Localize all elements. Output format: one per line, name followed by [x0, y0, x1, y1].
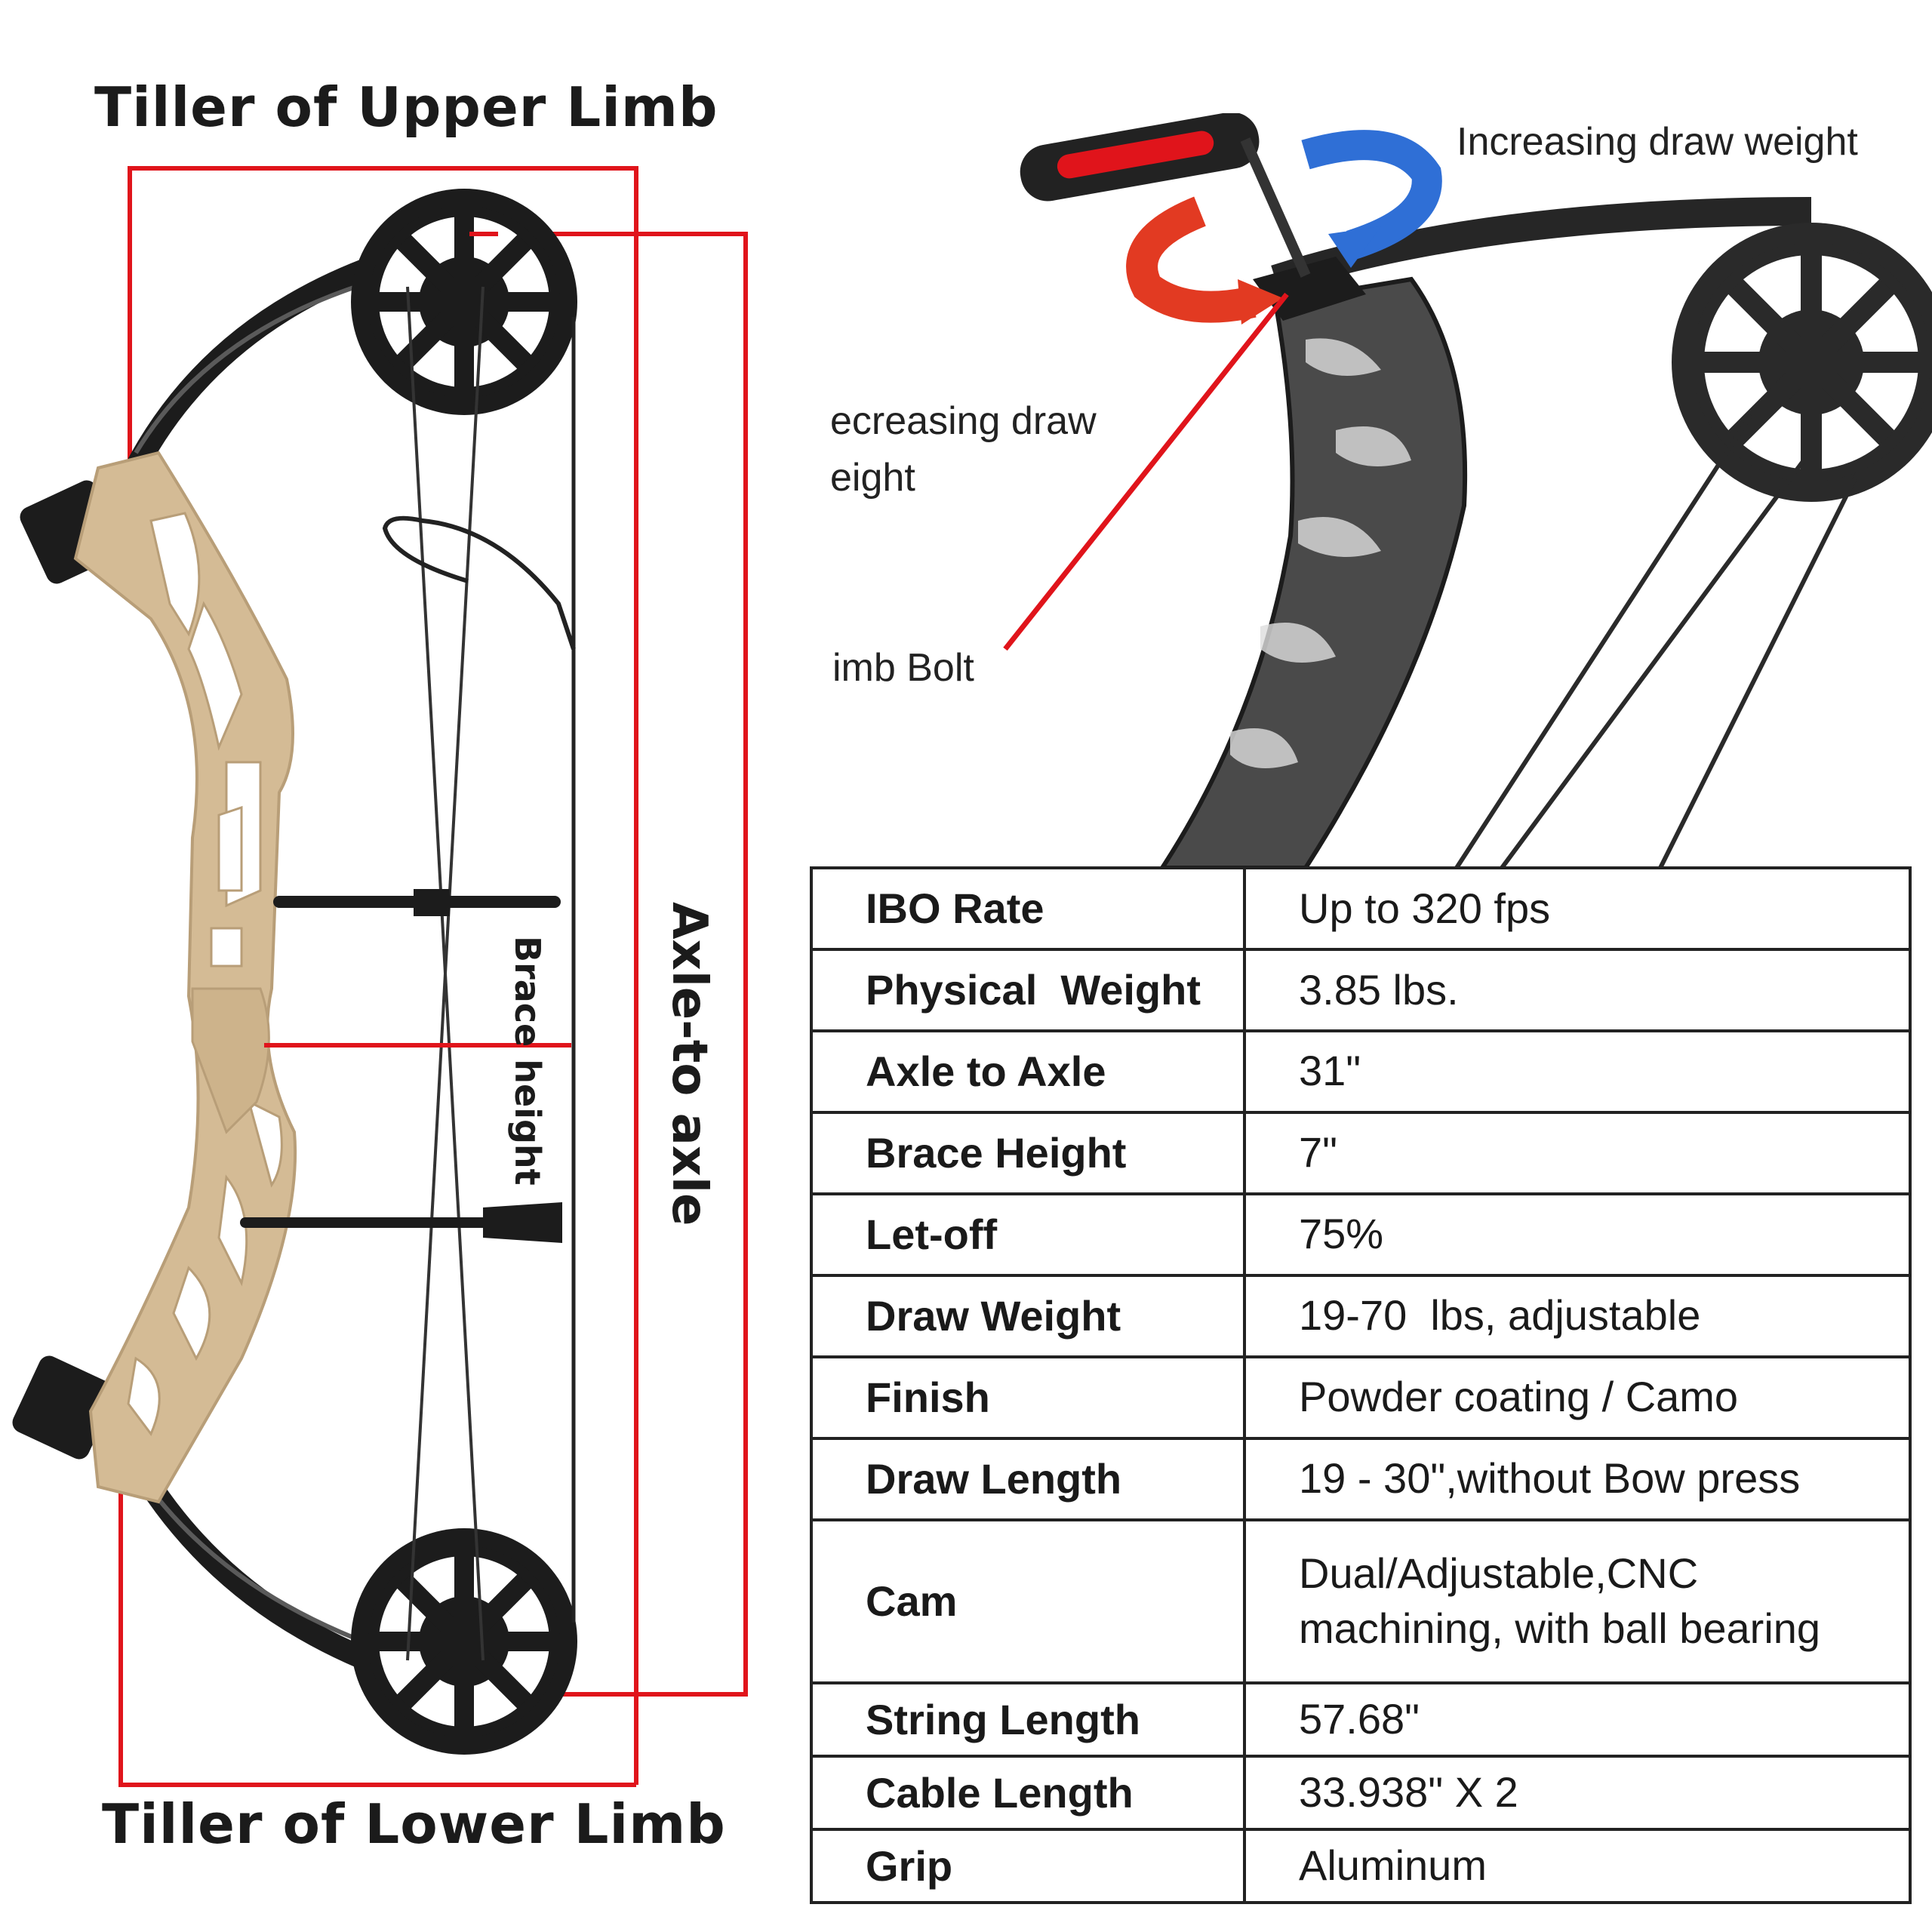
upper-tiller-line: [128, 166, 638, 1785]
spec-label: Brace Height: [810, 1110, 1246, 1195]
string-loop: [382, 515, 576, 650]
lower-cam: [351, 1528, 577, 1755]
compound-bow-diagram: [12, 166, 748, 1787]
camo-riser: [1159, 276, 1468, 868]
axle-to-axle-label: Axle-to axle: [661, 902, 717, 1226]
spec-label: Cable Length: [810, 1755, 1246, 1832]
table-row: String Length 57.68": [810, 1681, 1912, 1758]
table-row: Draw Weight 19-70 lbs, adjustable: [810, 1273, 1912, 1358]
table-row: Draw Length 19 - 30",without Bow press: [810, 1436, 1912, 1521]
spec-value: 19 - 30",without Bow press: [1243, 1436, 1912, 1521]
spec-value: Dual/Adjustable,CNC machining, with ball…: [1243, 1518, 1912, 1685]
table-row: Brace Height 7": [810, 1110, 1912, 1195]
spec-label: Draw Weight: [810, 1273, 1246, 1358]
decrease-arrow: [1126, 196, 1257, 323]
brace-height-label: Brace height: [507, 936, 548, 1186]
allen-wrench-shaft: [1240, 137, 1311, 278]
table-row: Let-off 75%: [810, 1192, 1912, 1277]
spec-label: Let-off: [810, 1192, 1246, 1277]
spec-value: Aluminum: [1243, 1828, 1912, 1904]
spec-label: Physical Weight: [810, 947, 1246, 1032]
table-row: Physical Weight 3.85 lbs.: [810, 947, 1912, 1032]
limb-bolt-label: imb Bolt: [832, 646, 974, 690]
table-row: Cable Length 33.938" X 2: [810, 1755, 1912, 1832]
lower-limb-pocket: [12, 1355, 116, 1460]
spec-value: 19-70 lbs, adjustable: [1243, 1273, 1912, 1358]
upper-cam: [351, 189, 577, 415]
spec-label: IBO Rate: [810, 866, 1246, 951]
table-row: Cam Dual/Adjustable,CNC machining, with …: [810, 1518, 1912, 1685]
upper-tiller-title: Tiller of Upper Limb: [94, 75, 718, 139]
spec-value: 75%: [1243, 1192, 1912, 1277]
spec-label: Draw Length: [810, 1436, 1246, 1521]
decreasing-draw-weight-label: ecreasing draw eight: [830, 398, 1132, 512]
cable-b: [406, 286, 485, 1661]
right-cam: [1672, 223, 1932, 502]
table-row: Grip Aluminum: [810, 1828, 1912, 1904]
table-row: Axle to Axle 31": [810, 1029, 1912, 1114]
axle-to-axle-line: [469, 232, 748, 1697]
limb-bolt-diagram: [1003, 113, 1932, 868]
spec-value: 33.938" X 2: [1243, 1755, 1912, 1832]
decreasing-label-line2: eight: [830, 456, 915, 500]
decreasing-label-line1: ecreasing draw: [830, 399, 1097, 443]
spec-label: Axle to Axle: [810, 1029, 1246, 1114]
increase-arrow: [1301, 130, 1442, 260]
limb-bolt-callout-line: [1003, 292, 1289, 651]
specs-table: IBO Rate Up to 320 fps Physical Weight 3…: [810, 866, 1912, 1904]
table-row: Finish Powder coating / Camo: [810, 1355, 1912, 1440]
lower-tiller-title: Tiller of Lower Limb: [102, 1792, 726, 1856]
lower-tiller-line: [118, 1487, 636, 1787]
spec-value: 31": [1243, 1029, 1912, 1114]
spec-value: Powder coating / Camo: [1243, 1355, 1912, 1440]
spec-value: 3.85 lbs.: [1243, 947, 1912, 1032]
spec-value: 57.68": [1243, 1681, 1912, 1758]
increasing-draw-weight-label: Increasing draw weight: [1457, 120, 1858, 164]
spec-value: Up to 320 fps: [1243, 866, 1912, 951]
spec-value: 7": [1243, 1110, 1912, 1195]
spec-label: Cam: [810, 1518, 1246, 1685]
spec-label: Finish: [810, 1355, 1246, 1440]
spec-label: Grip: [810, 1828, 1246, 1904]
table-row: IBO Rate Up to 320 fps: [810, 866, 1912, 951]
spec-label: String Length: [810, 1681, 1246, 1758]
grip: [191, 987, 270, 1134]
